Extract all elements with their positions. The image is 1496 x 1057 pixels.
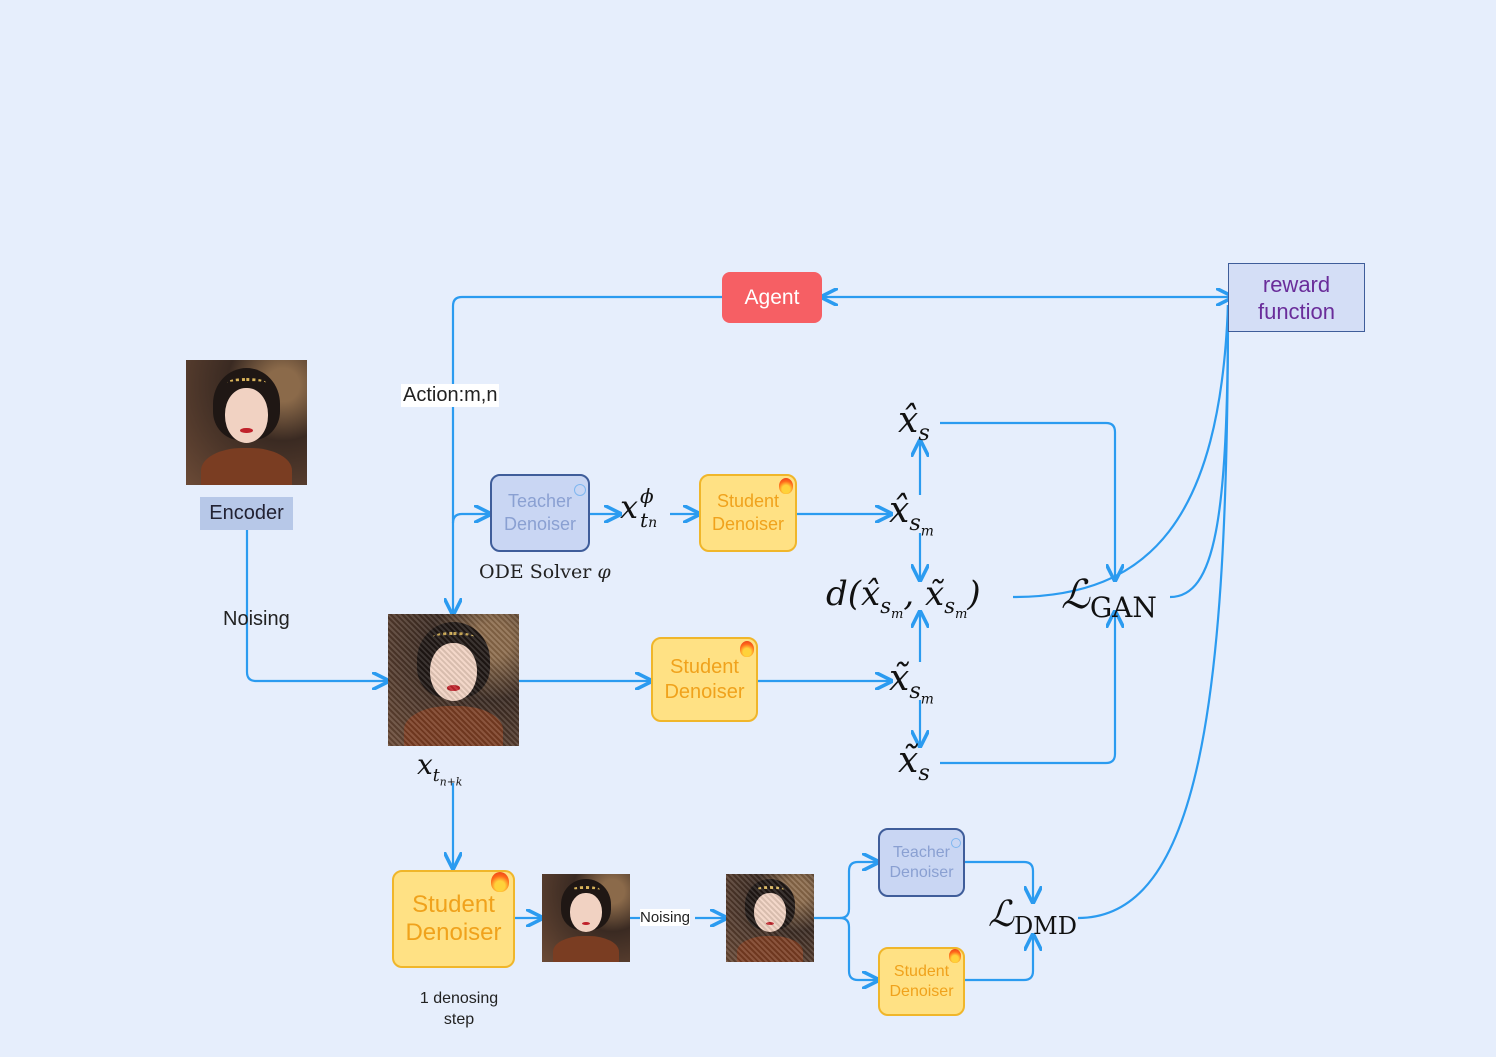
- teacher-top-line1: Teacher: [507, 491, 573, 511]
- x-tn-phi-symbol: x ϕ tn: [620, 484, 658, 532]
- noised-generated-image: [726, 874, 814, 962]
- encoder-label: Encoder: [209, 502, 284, 524]
- branch-small: [814, 862, 878, 920]
- student-small-line2: Denoiser: [889, 982, 954, 1000]
- one-step-line2: step: [443, 1011, 475, 1028]
- student-denoiser-bottom: Student Denoiser: [392, 870, 515, 968]
- teacher-small-to-ldmd: [965, 860, 1033, 902]
- teacher-denoiser-small: Teacher Denoiser: [878, 828, 965, 897]
- action-label: Action:m,n: [401, 384, 500, 407]
- xhat-s-symbol: x̂s: [898, 400, 930, 447]
- reward-function-box: reward function: [1228, 263, 1365, 332]
- teacher-small-line2: Denoiser: [889, 863, 954, 881]
- agent-label: Agent: [744, 285, 800, 309]
- encoder-noising-line: [245, 530, 388, 681]
- encoder-box: Encoder: [200, 497, 293, 530]
- student-denoiser-small: Student Denoiser: [878, 947, 965, 1016]
- student-mid-line1: Student: [670, 655, 739, 678]
- student-denoiser-mid: Student Denoiser: [651, 637, 758, 722]
- xhat-sm-symbol: x̂sm: [889, 490, 934, 540]
- xtilde-sm-symbol: x̃sm: [889, 658, 934, 708]
- noising-label-bottom: Noising: [640, 909, 691, 926]
- teacher-denoiser-top: Teacher Denoiser: [490, 474, 590, 552]
- trainable-fire-icon: [779, 478, 793, 494]
- branch-small-2: [839, 916, 878, 980]
- input-image: [186, 360, 307, 485]
- noisy-image: [388, 614, 519, 746]
- student-bottom-line1: Student: [412, 891, 495, 918]
- student-top-line2: Denoiser: [711, 514, 785, 534]
- l-gan-symbol: ℒGAN: [1061, 572, 1157, 624]
- noising-label-left: Noising: [223, 608, 290, 630]
- student-top-line1: Student: [716, 491, 780, 511]
- student-denoiser-top: Student Denoiser: [699, 474, 797, 552]
- xtilde-s-symbol: x̃s: [898, 740, 930, 787]
- xhats-to-lgan: [940, 421, 1115, 580]
- teacher-top-line2: Denoiser: [503, 514, 577, 534]
- ode-solver-symbol: φ: [597, 561, 611, 583]
- generated-image: [542, 874, 630, 962]
- one-step-label: 1 denosing step: [404, 988, 514, 1030]
- teacher-small-line1: Teacher: [893, 843, 950, 861]
- agent-box: Agent: [722, 272, 822, 323]
- frozen-icon: [951, 838, 961, 848]
- student-mid-line2: Denoiser: [664, 680, 745, 703]
- branch-to-teacher: [451, 514, 490, 524]
- lgan-to-reward: [1169, 304, 1230, 599]
- reward-line2: function: [1257, 298, 1336, 324]
- x-tnk-symbol: xtn+k: [417, 748, 463, 789]
- trainable-fire-icon: [949, 949, 961, 963]
- xtildes-to-lgan: [940, 612, 1115, 765]
- trainable-fire-icon: [740, 641, 754, 657]
- student-bottom-line2: Denoiser: [405, 919, 502, 946]
- ode-solver-text: ODE Solver: [479, 561, 598, 583]
- distance-symbol: d(x̂sm, x̃sm): [826, 574, 981, 622]
- student-small-to-ldmd: [965, 935, 1033, 982]
- ode-solver-label: ODE Solver φ: [479, 561, 611, 583]
- l-dmd-symbol: ℒDMD: [988, 894, 1077, 941]
- frozen-icon: [574, 484, 586, 496]
- ldmd-to-reward: [1077, 304, 1230, 920]
- one-step-line1: 1 denosing: [419, 990, 499, 1007]
- reward-line1: reward: [1262, 271, 1331, 297]
- d-to-reward: [1012, 304, 1230, 599]
- agent-action-line: [453, 295, 722, 614]
- trainable-fire-icon: [491, 872, 509, 892]
- student-small-line1: Student: [893, 962, 950, 980]
